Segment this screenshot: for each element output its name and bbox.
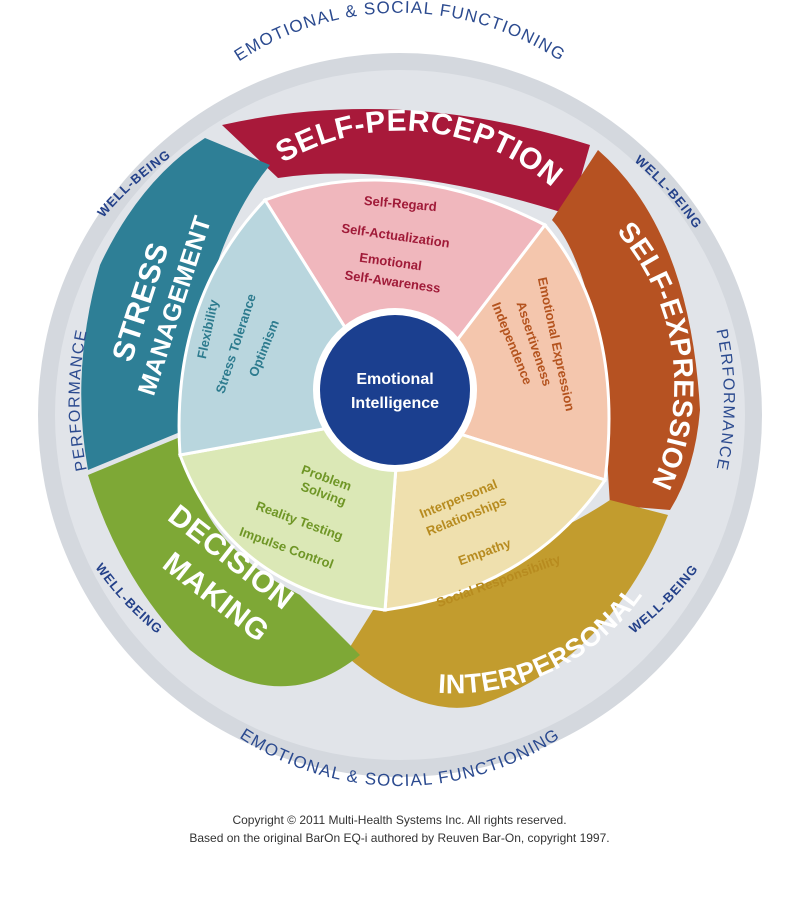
wedge-decision-making [177,413,402,612]
ring-label-right: PERFORMANCE [712,327,736,472]
segment-interpersonal [345,500,668,708]
copyright-line2: Based on the original BarOn EQ-i authore… [189,831,610,845]
ring-label-left: PERFORMANCE [66,327,90,472]
segment-stress-management [81,138,270,470]
wedge-interpersonal [383,412,608,612]
item-self-regard: Self-Regard [363,193,437,214]
center-label-line1: Emotional [356,371,433,388]
wedge-self-perception [262,178,548,418]
segment-self-perception [222,109,590,215]
segment-self-expression [552,150,700,510]
copyright-line1: Copyright © 2011 Multi-Health Systems In… [232,813,567,827]
center-circle [320,315,470,465]
segment-decision-making [88,435,360,687]
center-label-line2: Intelligence [351,395,439,412]
